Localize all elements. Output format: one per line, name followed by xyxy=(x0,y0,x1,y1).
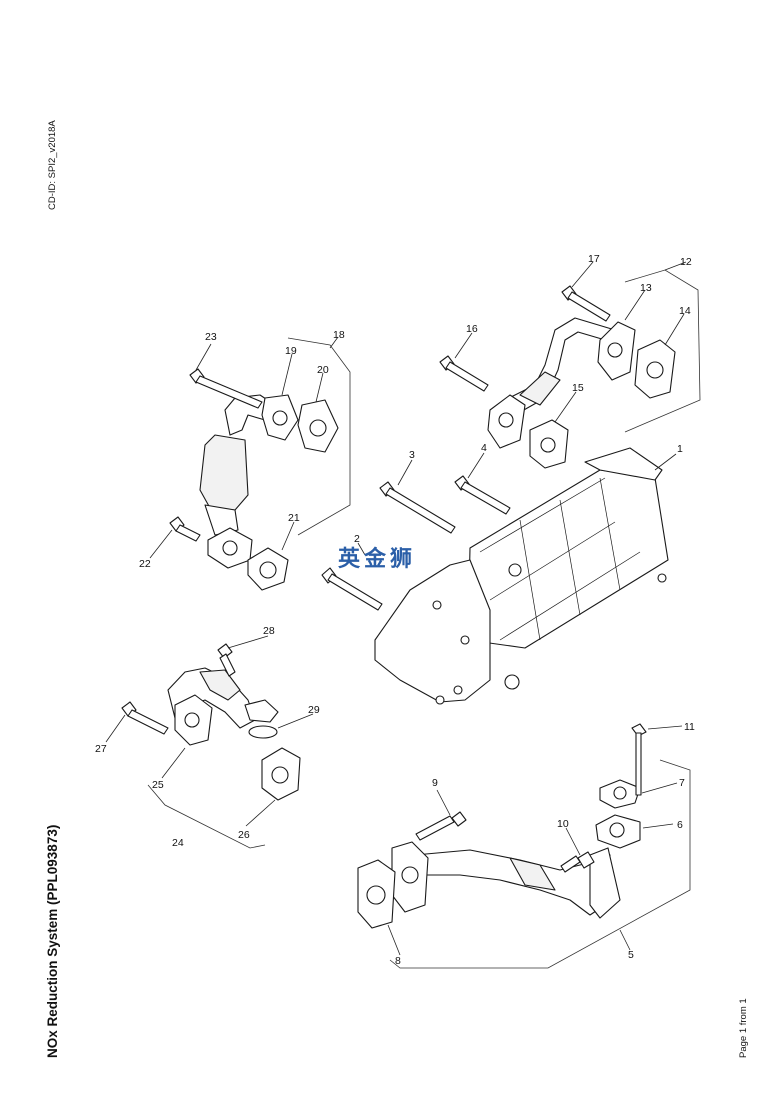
callout-7: 7 xyxy=(679,777,685,789)
callout-18: 18 xyxy=(333,329,345,341)
bracket-group-12 xyxy=(624,269,701,433)
bolt-part-3 xyxy=(379,481,456,534)
callout-17: 17 xyxy=(588,253,600,265)
callout-4: 4 xyxy=(481,442,487,454)
callout-20: 20 xyxy=(317,364,329,376)
callout-3: 3 xyxy=(409,449,415,461)
callout-25: 25 xyxy=(152,779,164,791)
callout-numbers: 1 2 3 4 5 6 7 8 9 10 11 12 13 14 15 16 1… xyxy=(95,253,695,967)
egr-pipe-assembly-12 xyxy=(439,285,676,469)
callout-22: 22 xyxy=(139,558,151,570)
callout-2: 2 xyxy=(354,533,360,545)
callout-26: 26 xyxy=(238,829,250,841)
callout-16: 16 xyxy=(466,323,478,335)
egr-cooler-part-1 xyxy=(374,447,669,705)
callout-28: 28 xyxy=(263,625,275,637)
callout-29: 29 xyxy=(308,704,320,716)
callout-9: 9 xyxy=(432,777,438,789)
leader-lines xyxy=(105,261,687,956)
callout-10: 10 xyxy=(557,818,569,830)
page-number-label: Page 1 from 1 xyxy=(738,998,749,1058)
callout-1: 1 xyxy=(677,443,683,455)
bracket-group-5 xyxy=(389,759,691,969)
callout-5: 5 xyxy=(628,949,634,961)
callout-15: 15 xyxy=(572,382,584,394)
callout-12: 12 xyxy=(680,256,692,268)
callout-27: 27 xyxy=(95,743,107,755)
callout-19: 19 xyxy=(285,345,297,357)
page-title: NOx Reduction System (PPL093873) xyxy=(45,825,60,1058)
cd-id-label: CD-ID: SPI2_v2018A xyxy=(47,120,58,210)
egr-pipe-assembly-18 xyxy=(169,368,339,591)
watermark: 英金狮 xyxy=(338,546,416,571)
bolt-part-2 xyxy=(321,567,383,611)
callout-21: 21 xyxy=(288,512,300,524)
callout-11: 11 xyxy=(684,721,695,733)
callout-24: 24 xyxy=(172,837,184,849)
callout-6: 6 xyxy=(677,819,683,831)
callout-14: 14 xyxy=(679,305,691,317)
bracket-group-18 xyxy=(287,337,351,536)
egr-pipe-assembly-5 xyxy=(357,723,647,929)
callout-23: 23 xyxy=(205,331,217,343)
bracket-group-24 xyxy=(147,784,266,849)
callout-8: 8 xyxy=(395,955,401,967)
egr-pipe-assembly-24 xyxy=(121,643,301,801)
bolt-part-4 xyxy=(454,475,511,515)
callout-13: 13 xyxy=(640,282,652,294)
